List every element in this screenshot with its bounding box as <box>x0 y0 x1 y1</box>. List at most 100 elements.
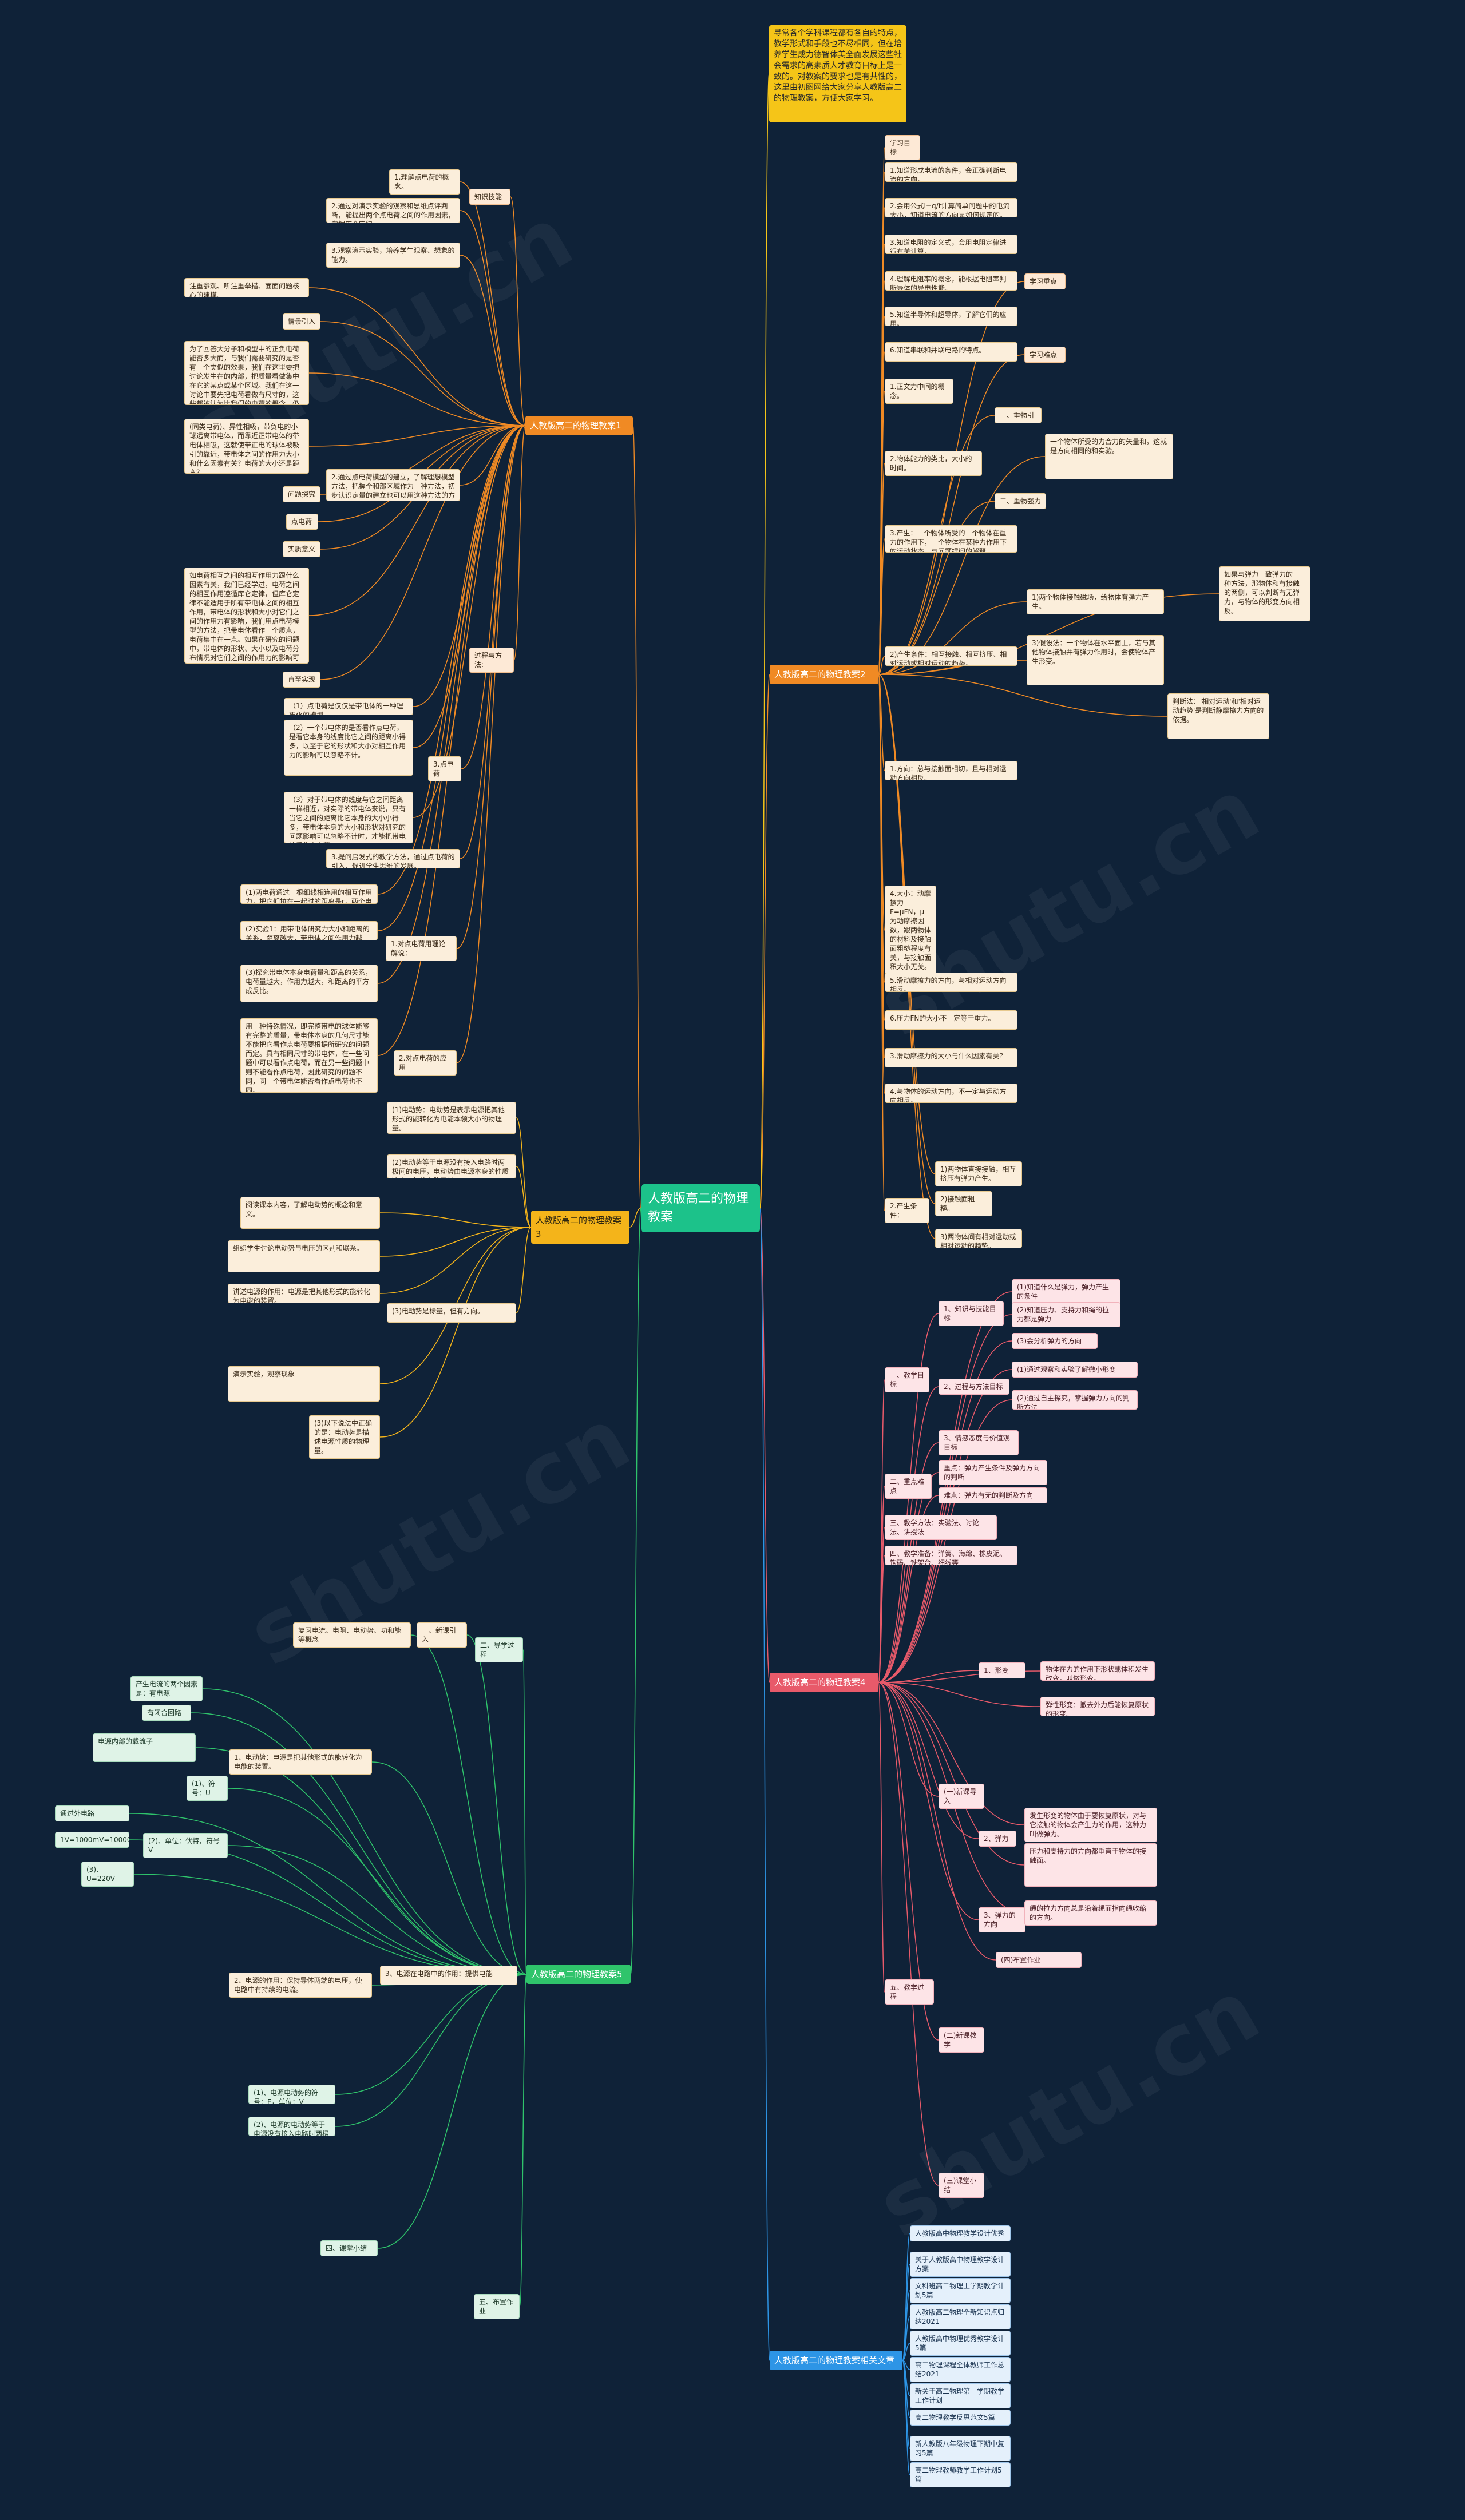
b3-item[interactable]: 讲述电源的作用：电源是把其他形式的能转化为电能的装置。 <box>228 1284 380 1303</box>
b2-item[interactable]: 4.理解电阻率的概念，能根据电阻率判断导体的导电性能。 <box>885 271 1017 291</box>
branch-3[interactable]: 人教版高二的物理教案3 <box>531 1211 629 1244</box>
b3-item[interactable]: 组织学生讨论电动势与电压的区别和联系。 <box>228 1240 380 1272</box>
b5-small[interactable]: 产生电流的两个因素是：有电源 <box>130 1676 203 1701</box>
b1-process[interactable]: （3）对于带电体的线度与它之间距离一样相近，对实际的带电体来说，只有当它之间的距… <box>284 792 413 843</box>
b4-sub[interactable]: 弹性形变：撤去外力后能恢复原状的形变。 <box>1040 1697 1155 1716</box>
b1-process[interactable]: （2）一个带电体的是否看作点电荷，是看它本身的线度比它之间的距离小得多，以至于它… <box>284 720 413 776</box>
b1-force[interactable]: (1)两电荷通过一根细线相连用的相互作用力，把它们拉在一起时的距离是r，两个电荷… <box>240 884 378 904</box>
b2-tail[interactable]: 1)两物体直接接触，相互挤压有弹力产生。 <box>935 1161 1022 1186</box>
b6-link[interactable]: 高二物理教学反思范文5篇 <box>910 2410 1011 2426</box>
b2-prop[interactable]: 1)两个物体接触磁场，给物体有弹力产生。 <box>1027 589 1164 614</box>
b4-sec2[interactable]: (一)新课导入 <box>939 1784 984 1809</box>
branch-5[interactable]: 人教版高二的物理教案5 <box>526 1965 631 1984</box>
b1-goal[interactable]: 1.理解点电荷的概念。 <box>389 169 460 195</box>
b1-example[interactable]: 情景引入 <box>283 313 320 330</box>
b1-example[interactable]: 问题探究 <box>283 486 320 502</box>
branch-2[interactable]: 人教版高二的物理教案2 <box>770 665 878 684</box>
b4-sec2[interactable]: (四)布置作业 <box>996 1952 1082 1968</box>
b3-item[interactable]: (3)电动势是标量，但有方向。 <box>387 1303 516 1323</box>
b5-item[interactable]: 一、新课引入 <box>417 1622 467 1648</box>
b1-goal[interactable]: 2.通过对演示实验的观察和思维点评判断，能提出两个点电荷之间的作用因素，掌握库仑… <box>326 198 460 223</box>
b1-example[interactable]: 为了回答大分子和模型中的正负电荷能否多大而，与我们需要研究的是否有一个类似的效果… <box>184 341 309 405</box>
b1-force[interactable]: 1.对点电荷用理论解说： <box>386 936 457 961</box>
b4-sec2[interactable]: 3、弹力的方向 <box>979 1907 1026 1932</box>
b4-sub[interactable]: 物体在力的作用下形状或体积发生改变，叫做形变。 <box>1040 1661 1155 1681</box>
b2-mid[interactable]: 3.产生：一个物体所受的一个物体在重力的作用下，一个物体在某种力作用下的运动状态… <box>885 525 1017 553</box>
b6-link[interactable]: 高二物理课程全体教师工作总结2021 <box>910 2357 1011 2382</box>
b2-tail[interactable]: 3)两物体间有相对运动或相对运动的趋势。 <box>935 1229 1022 1248</box>
b2-mid[interactable]: 二、重物强力 <box>995 493 1046 509</box>
b1-force[interactable]: (2)实验1：用带电体研究力大小和距离的关系，距离越大，带电体之间作用力越小，距… <box>240 921 378 940</box>
b5-item[interactable]: 二、导学过程 <box>475 1637 523 1662</box>
b5-small[interactable]: 1V=1000mV=1000000μV <box>55 1832 129 1848</box>
b1-example[interactable]: 实质意义 <box>283 541 320 557</box>
intro-node[interactable]: 寻常各个学科课程都有各自的特点，教学形式和手段也不尽相同，但在培养学生成力德智体… <box>769 25 906 122</box>
b5-item[interactable]: 1、电动势：电源是把其他形式的能转化为电能的装置。 <box>229 1749 372 1775</box>
b5-small[interactable]: 通过外电路 <box>55 1805 129 1821</box>
b2-item[interactable]: 5.知道半导体和超导体，了解它们的应用。 <box>885 307 1017 326</box>
b2-prop[interactable]: 4.大小：动摩擦力F=μFN，μ为动摩擦因数，跟两物体的材料及接触面粗糙程度有关… <box>885 886 936 975</box>
b4-sec2[interactable]: 1、形变 <box>979 1662 1026 1678</box>
b5-small[interactable]: (1)、符号：U <box>187 1776 228 1801</box>
b2-item[interactable]: 2.会用公式I=q/t计算简单问题中的电流大小，知道电流的方向是如何规定的。 <box>885 198 1017 217</box>
b2-item[interactable]: 3.知道电阻的定义式，会用电阻定律进行有关计算。 <box>885 235 1017 254</box>
b1-example[interactable]: 直至实现 <box>283 672 320 688</box>
b4-sec2[interactable]: 五、教学过程 <box>885 1979 934 2005</box>
b1-process-label[interactable]: 过程与方法: <box>469 648 514 673</box>
b1-example[interactable]: 注重参观、听注重举措、面面问题核心的建模。 <box>184 278 309 297</box>
b1-process[interactable]: 2.通过点电荷模型的建立，了解理想模型方法，把握全和部区域作为一种方法，初步认识… <box>326 469 460 501</box>
b2-tail[interactable]: 6.压力FN的大小不一定等于重力。 <box>885 1010 1017 1030</box>
b6-link[interactable]: 文科班高二物理上学期教学计划5篇 <box>910 2278 1011 2303</box>
b2-prop[interactable]: 3)假设法：一个物体在水平面上，若与其他物体接触并有弹力作用时，会使物体产生形变… <box>1027 635 1164 685</box>
b1-example[interactable]: 如电荷相互之间的相互作用力跟什么因素有关，我们已经学过，电荷之间的相互作用遵循库… <box>184 568 309 664</box>
b4-sec1[interactable]: (3)会分析弹力的方向 <box>1012 1333 1098 1349</box>
b1-force[interactable]: (3)探究带电体本身电荷量和距离的关系，电荷量越大，作用力越大，和距离的平方成反… <box>240 965 378 1002</box>
b5-item[interactable]: 复习电流、电阻、电动势、功和能等概念 <box>293 1622 411 1648</box>
b3-item[interactable]: (1)电动势：电动势是表示电源把其他形式的能转化为电能本领大小的物理量。 <box>387 1102 516 1134</box>
b2-prop[interactable]: 判断法：'相对运动'和'相对运动趋势'是判断静摩擦力方向的依据。 <box>1167 693 1269 739</box>
b4-sec2[interactable]: (二)新课教学 <box>939 2027 984 2053</box>
b2-mid[interactable]: 一个物体所受的力合力的矢量和，这就是方向相同的和实验。 <box>1045 434 1173 479</box>
b3-item[interactable]: 阅读课本内容，了解电动势的概念和意义。 <box>240 1197 380 1229</box>
b2-tag[interactable]: 学习重点 <box>1024 273 1066 289</box>
b2-tail[interactable]: 4.与物体的运动方向，不一定与运动方向相反。 <box>885 1084 1017 1103</box>
b5-item[interactable]: (2)、电源的电动势等于电源没有接入电路时两极间的电压 <box>248 2117 335 2136</box>
b4-sec2[interactable]: 三、教学方法：实验法、讨论法、讲授法 <box>885 1515 997 1540</box>
b4-sec1[interactable]: 难点：弹力有无的判断及方向 <box>939 1487 1047 1503</box>
b4-sec2[interactable]: 2、弹力 <box>979 1831 1016 1847</box>
b1-force[interactable]: 2.对点电荷的应用 <box>394 1050 457 1076</box>
b1-process[interactable]: （1）点电荷是仅仅是带电体的一种理想化的模型。 <box>284 698 413 715</box>
b4-sec1[interactable]: (2)通过自主探究，掌握弹力方向的判断方法 <box>1012 1390 1138 1410</box>
b2-mid[interactable]: 2.物体能力的类比，大小的时间。 <box>885 451 982 476</box>
b4-sec2[interactable]: (三)课堂小结 <box>939 2173 984 2198</box>
b5-item[interactable]: 四、课堂小结 <box>320 2240 378 2256</box>
b5-small[interactable]: (3)、U=220V <box>81 1862 134 1887</box>
b5-item[interactable]: 2、电源的作用：保持导体两端的电压，使电路中有持续的电流。 <box>229 1973 372 1998</box>
b2-item[interactable]: 学习目标 <box>885 135 920 160</box>
b6-link[interactable]: 人教版高中物理优秀教学设计5篇 <box>910 2331 1011 2356</box>
b2-tag[interactable]: 学习难点 <box>1024 347 1066 363</box>
root-node[interactable]: 人教版高二的物理教案 <box>641 1184 760 1232</box>
b2-tail[interactable]: 3.滑动摩擦力的大小与什么因素有关？ <box>885 1048 1017 1067</box>
b5-small[interactable]: 电源内部的载流子 <box>93 1733 196 1762</box>
b5-small[interactable]: 有闭合回路 <box>142 1705 191 1721</box>
b3-item[interactable]: (3)以下说法中正确的是：电动势是描述电源性质的物理量。 <box>309 1415 380 1459</box>
b2-prop[interactable]: 2)产生条件：相互接触、相互挤压、相对运动或相对运动的趋势。 <box>885 646 1017 666</box>
b4-sec1[interactable]: (1)通过观察和实验了解微小形变 <box>1012 1362 1138 1378</box>
branch-4[interactable]: 人教版高二的物理教案4 <box>770 1673 878 1692</box>
b2-tail[interactable]: 5.滑动摩擦力的方向，与相对运动方向相反。 <box>885 973 1017 992</box>
b4-sub[interactable]: 绳的拉力方向总是沿着绳而指向绳收缩的方向。 <box>1024 1900 1157 1926</box>
branch-6[interactable]: 人教版高二的物理教案相关文章 <box>770 2351 902 2370</box>
b4-sub[interactable]: 压力和支持力的方向都垂直于物体的接触面。 <box>1024 1843 1157 1887</box>
b5-item[interactable]: 五、布置作业 <box>474 2294 520 2319</box>
b1-goal-label[interactable]: 知识技能 <box>469 189 510 205</box>
b1-apply[interactable]: 用一种特殊情况，即完整带电的球体能够有完整的质量，带电体本身的几何尺寸能不能把它… <box>240 1018 378 1093</box>
b4-sub[interactable]: 发生形变的物体由于要恢复原状，对与它接触的物体会产生力的作用，这种力叫做弹力。 <box>1024 1808 1157 1842</box>
b6-link[interactable]: 人教版高中物理教学设计优秀 <box>910 2225 1011 2241</box>
b2-item[interactable]: 1.知道形成电流的条件，会正确判断电流的方向。 <box>885 162 1017 182</box>
b4-sec1[interactable]: 重点：弹力产生条件及弹力方向的判断 <box>939 1460 1047 1485</box>
b2-tail[interactable]: 2.产生条件： <box>885 1198 929 1223</box>
b5-item[interactable]: 3、电源在电路中的作用：提供电能 <box>380 1966 517 1985</box>
b4-sec1[interactable]: 1、知识与技能目标 <box>939 1301 1004 1326</box>
b4-sec2[interactable]: 四、教学准备：弹簧、海绵、橡皮泥、钩码、铁架台、细线等 <box>885 1546 1017 1565</box>
